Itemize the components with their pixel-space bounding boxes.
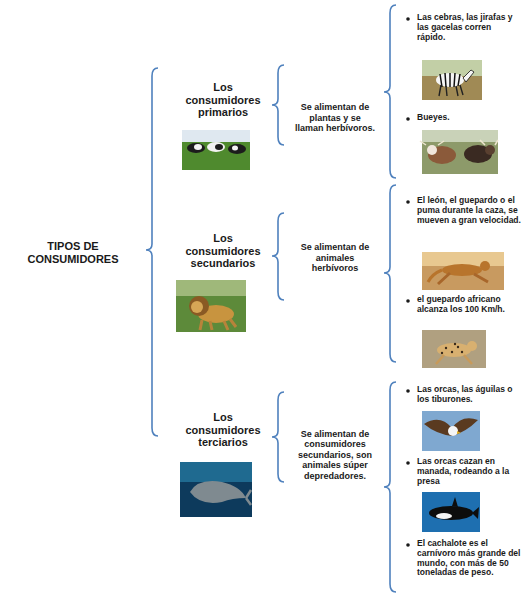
orca-photo	[436, 513, 452, 519]
bullet	[406, 299, 410, 303]
lion-photo	[200, 319, 236, 330]
cheetah-photo	[422, 330, 486, 368]
category-heading: Los consumidores terciarios	[180, 411, 266, 449]
zebra-photo	[422, 60, 482, 100]
cows-photo	[182, 130, 250, 170]
bullet	[406, 543, 410, 547]
bullet	[406, 117, 410, 121]
eagle-photo	[424, 418, 478, 436]
eagle-photo	[457, 431, 461, 434]
puma-photo	[480, 261, 490, 271]
puma-photo	[422, 252, 504, 266]
cows-photo	[182, 130, 250, 170]
zebra-photo	[422, 60, 482, 100]
description-text: Se alimentan de plantas y se llaman herb…	[294, 102, 376, 133]
example-text: El cachalote es el carnívoro más grande …	[417, 539, 521, 578]
bracket	[384, 5, 396, 178]
lion-photo	[176, 280, 246, 332]
cheetah-photo	[454, 343, 456, 345]
puma-photo	[438, 273, 488, 284]
zebra-photo	[463, 70, 474, 82]
cheetah-photo	[441, 343, 463, 354]
orca-photo	[422, 492, 480, 532]
bracket	[146, 5, 396, 592]
lion-photo	[191, 301, 203, 313]
puma-photo	[422, 252, 504, 290]
whale-photo	[180, 462, 252, 517]
oxen-photo	[427, 145, 437, 155]
lion-photo	[176, 280, 246, 296]
whale-photo	[190, 481, 246, 503]
bracket	[384, 382, 396, 592]
oxen-photo	[422, 130, 498, 142]
example-text: El león, el guepardo o el puma durante l…	[417, 196, 521, 225]
example-text: Las orcas, las águilas o los tiburones.	[417, 385, 521, 405]
bullet	[406, 461, 410, 465]
category-heading: Los consumidores secundarios	[180, 232, 266, 270]
oxen-photo	[422, 130, 498, 174]
oxen-photo	[420, 130, 498, 174]
lion-photo	[189, 296, 209, 316]
bullet	[406, 17, 410, 547]
cheetah-photo	[457, 346, 459, 348]
oxen-photo	[480, 140, 498, 145]
cheetah-photo	[436, 355, 472, 364]
example-text: Las orcas cazan en manada, rodeando a la…	[417, 457, 521, 486]
bracket	[272, 65, 284, 145]
bullet	[406, 389, 410, 393]
puma-photo	[428, 270, 442, 282]
cheetah-photo	[467, 341, 477, 351]
cheetah-photo	[441, 352, 443, 354]
zebra-photo	[439, 85, 463, 96]
diagram-title: TIPOS DE CONSUMIDORES	[14, 240, 132, 265]
eagle-photo	[422, 411, 480, 451]
whale-photo	[180, 462, 252, 482]
eagle-photo	[422, 411, 480, 451]
bracket	[272, 392, 284, 482]
eagle-photo	[448, 426, 458, 436]
cows-photo	[215, 144, 223, 150]
puma-photo	[422, 252, 504, 290]
bullet	[406, 200, 410, 204]
oxen-photo	[485, 145, 495, 155]
description-text: Se alimentan de animales herbívoros	[294, 242, 376, 273]
cows-photo	[228, 144, 246, 154]
cheetah-photo	[461, 351, 463, 353]
category-heading: Los consumidores primarios	[180, 81, 266, 119]
description-text: Se alimentan de consumidores secundarios…	[294, 429, 376, 481]
orca-photo	[472, 507, 479, 519]
lion-photo	[176, 280, 246, 332]
cows-photo	[194, 144, 202, 150]
zebra-photo	[440, 73, 460, 87]
bracket	[272, 213, 284, 300]
orca-photo	[429, 506, 473, 520]
example-text: Bueyes.	[417, 113, 521, 123]
cheetah-photo	[451, 351, 453, 353]
orca-photo	[422, 492, 480, 532]
oxen-photo	[428, 146, 456, 164]
zebra-photo	[436, 73, 464, 87]
whale-photo	[246, 490, 251, 505]
bullet	[406, 17, 410, 21]
whale-photo	[180, 462, 252, 517]
cheetah-photo	[422, 330, 486, 368]
example-text: el guepardo africano alcanza los 100 Km/…	[417, 295, 521, 315]
orca-photo	[452, 497, 458, 507]
cows-photo	[232, 146, 238, 151]
cheetah-photo	[437, 343, 471, 357]
oxen-photo	[420, 141, 444, 145]
cows-photo	[207, 142, 225, 152]
cheetah-photo	[445, 347, 447, 349]
bracket	[384, 185, 396, 362]
example-text: Las cebras, las jirafas y las gacelas co…	[417, 13, 521, 42]
bracket	[146, 68, 158, 436]
cows-photo	[182, 130, 250, 142]
cows-photo	[187, 143, 205, 153]
